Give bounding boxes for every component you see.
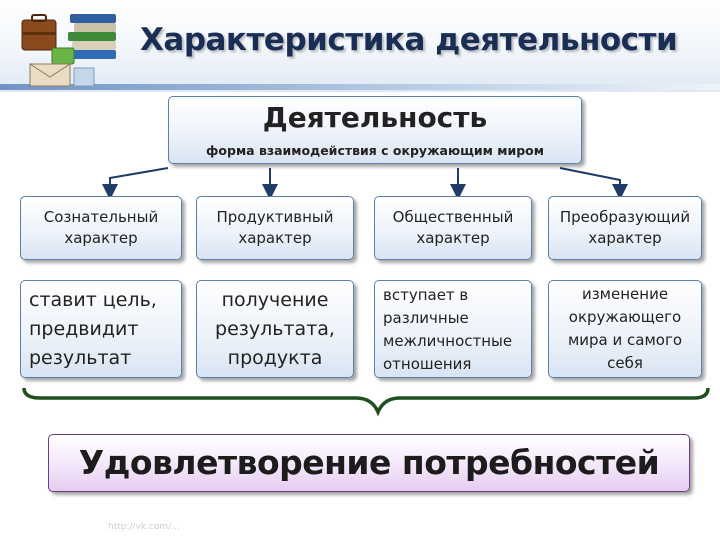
- envelope-icon: [29, 63, 71, 87]
- grouping-brace: [22, 387, 710, 417]
- description-box-productive: получение результата, продукта: [196, 280, 354, 378]
- activity-node: Деятельность форма взаимодействия с окру…: [168, 96, 582, 164]
- category-box-transformative: Преобразующий характер: [548, 196, 702, 260]
- activity-definition: форма взаимодействия с окружающим миром: [206, 143, 544, 158]
- page-title: Характеристика деятельности: [140, 22, 678, 58]
- description-box-conscious: ставит цель, предвидит результат: [20, 280, 182, 378]
- briefcase-icon: [21, 14, 57, 51]
- books-icon: [21, 14, 116, 87]
- header-band: [0, 0, 720, 92]
- arrow-to-transformative: [559, 167, 628, 200]
- category-box-conscious: Сознательный характер: [20, 196, 182, 260]
- header-divider: [0, 84, 720, 90]
- arrows: [102, 167, 628, 200]
- category-box-social: Общественный характер: [374, 196, 532, 260]
- description-box-transformative: изменение окружающего мира и самого себя: [548, 280, 702, 378]
- result-box: Удовлетворение потребностей: [48, 434, 690, 492]
- arrow-to-conscious: [102, 167, 169, 200]
- description-box-social: вступает в различные межличностные отнош…: [374, 280, 532, 378]
- footer-url: http://vk.com/...: [108, 522, 180, 532]
- activity-title: Деятельность: [262, 101, 488, 134]
- category-box-productive: Продуктивный характер: [196, 196, 354, 260]
